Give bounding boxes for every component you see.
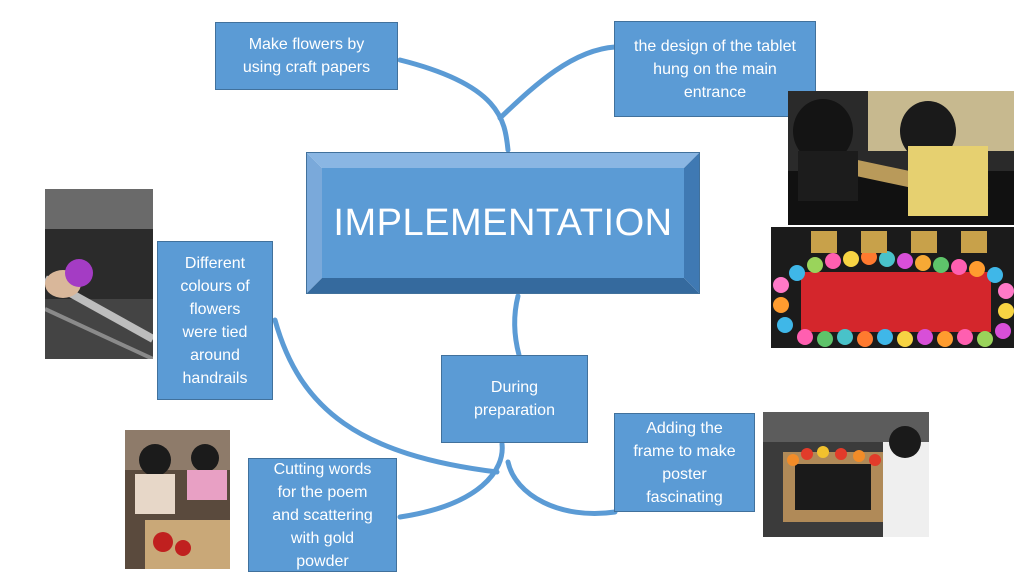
cutting-words-photo bbox=[125, 430, 230, 569]
implementation-title: IMPLEMENTATION bbox=[333, 201, 673, 244]
node-cutting-words: Cutting words for the poem and scatterin… bbox=[248, 458, 397, 572]
implementation-central-node: IMPLEMENTATION bbox=[306, 152, 700, 294]
node-during-preparation: During preparation bbox=[441, 355, 588, 443]
students-making-tablet-photo bbox=[788, 91, 1014, 225]
node-handrails: Different colours of flowers were tied a… bbox=[157, 241, 273, 400]
bevel-frame bbox=[306, 152, 700, 294]
flower-decorated-tablet-photo bbox=[771, 227, 1014, 348]
handrail-flowers-photo bbox=[45, 189, 153, 359]
poster-frame-photo bbox=[763, 412, 929, 537]
node-tablet-design: the design of the tablet hung on the mai… bbox=[614, 21, 816, 117]
node-make-flowers: Make flowers by using craft papers bbox=[215, 22, 398, 90]
node-adding-frame: Adding the frame to make poster fascinat… bbox=[614, 413, 755, 512]
